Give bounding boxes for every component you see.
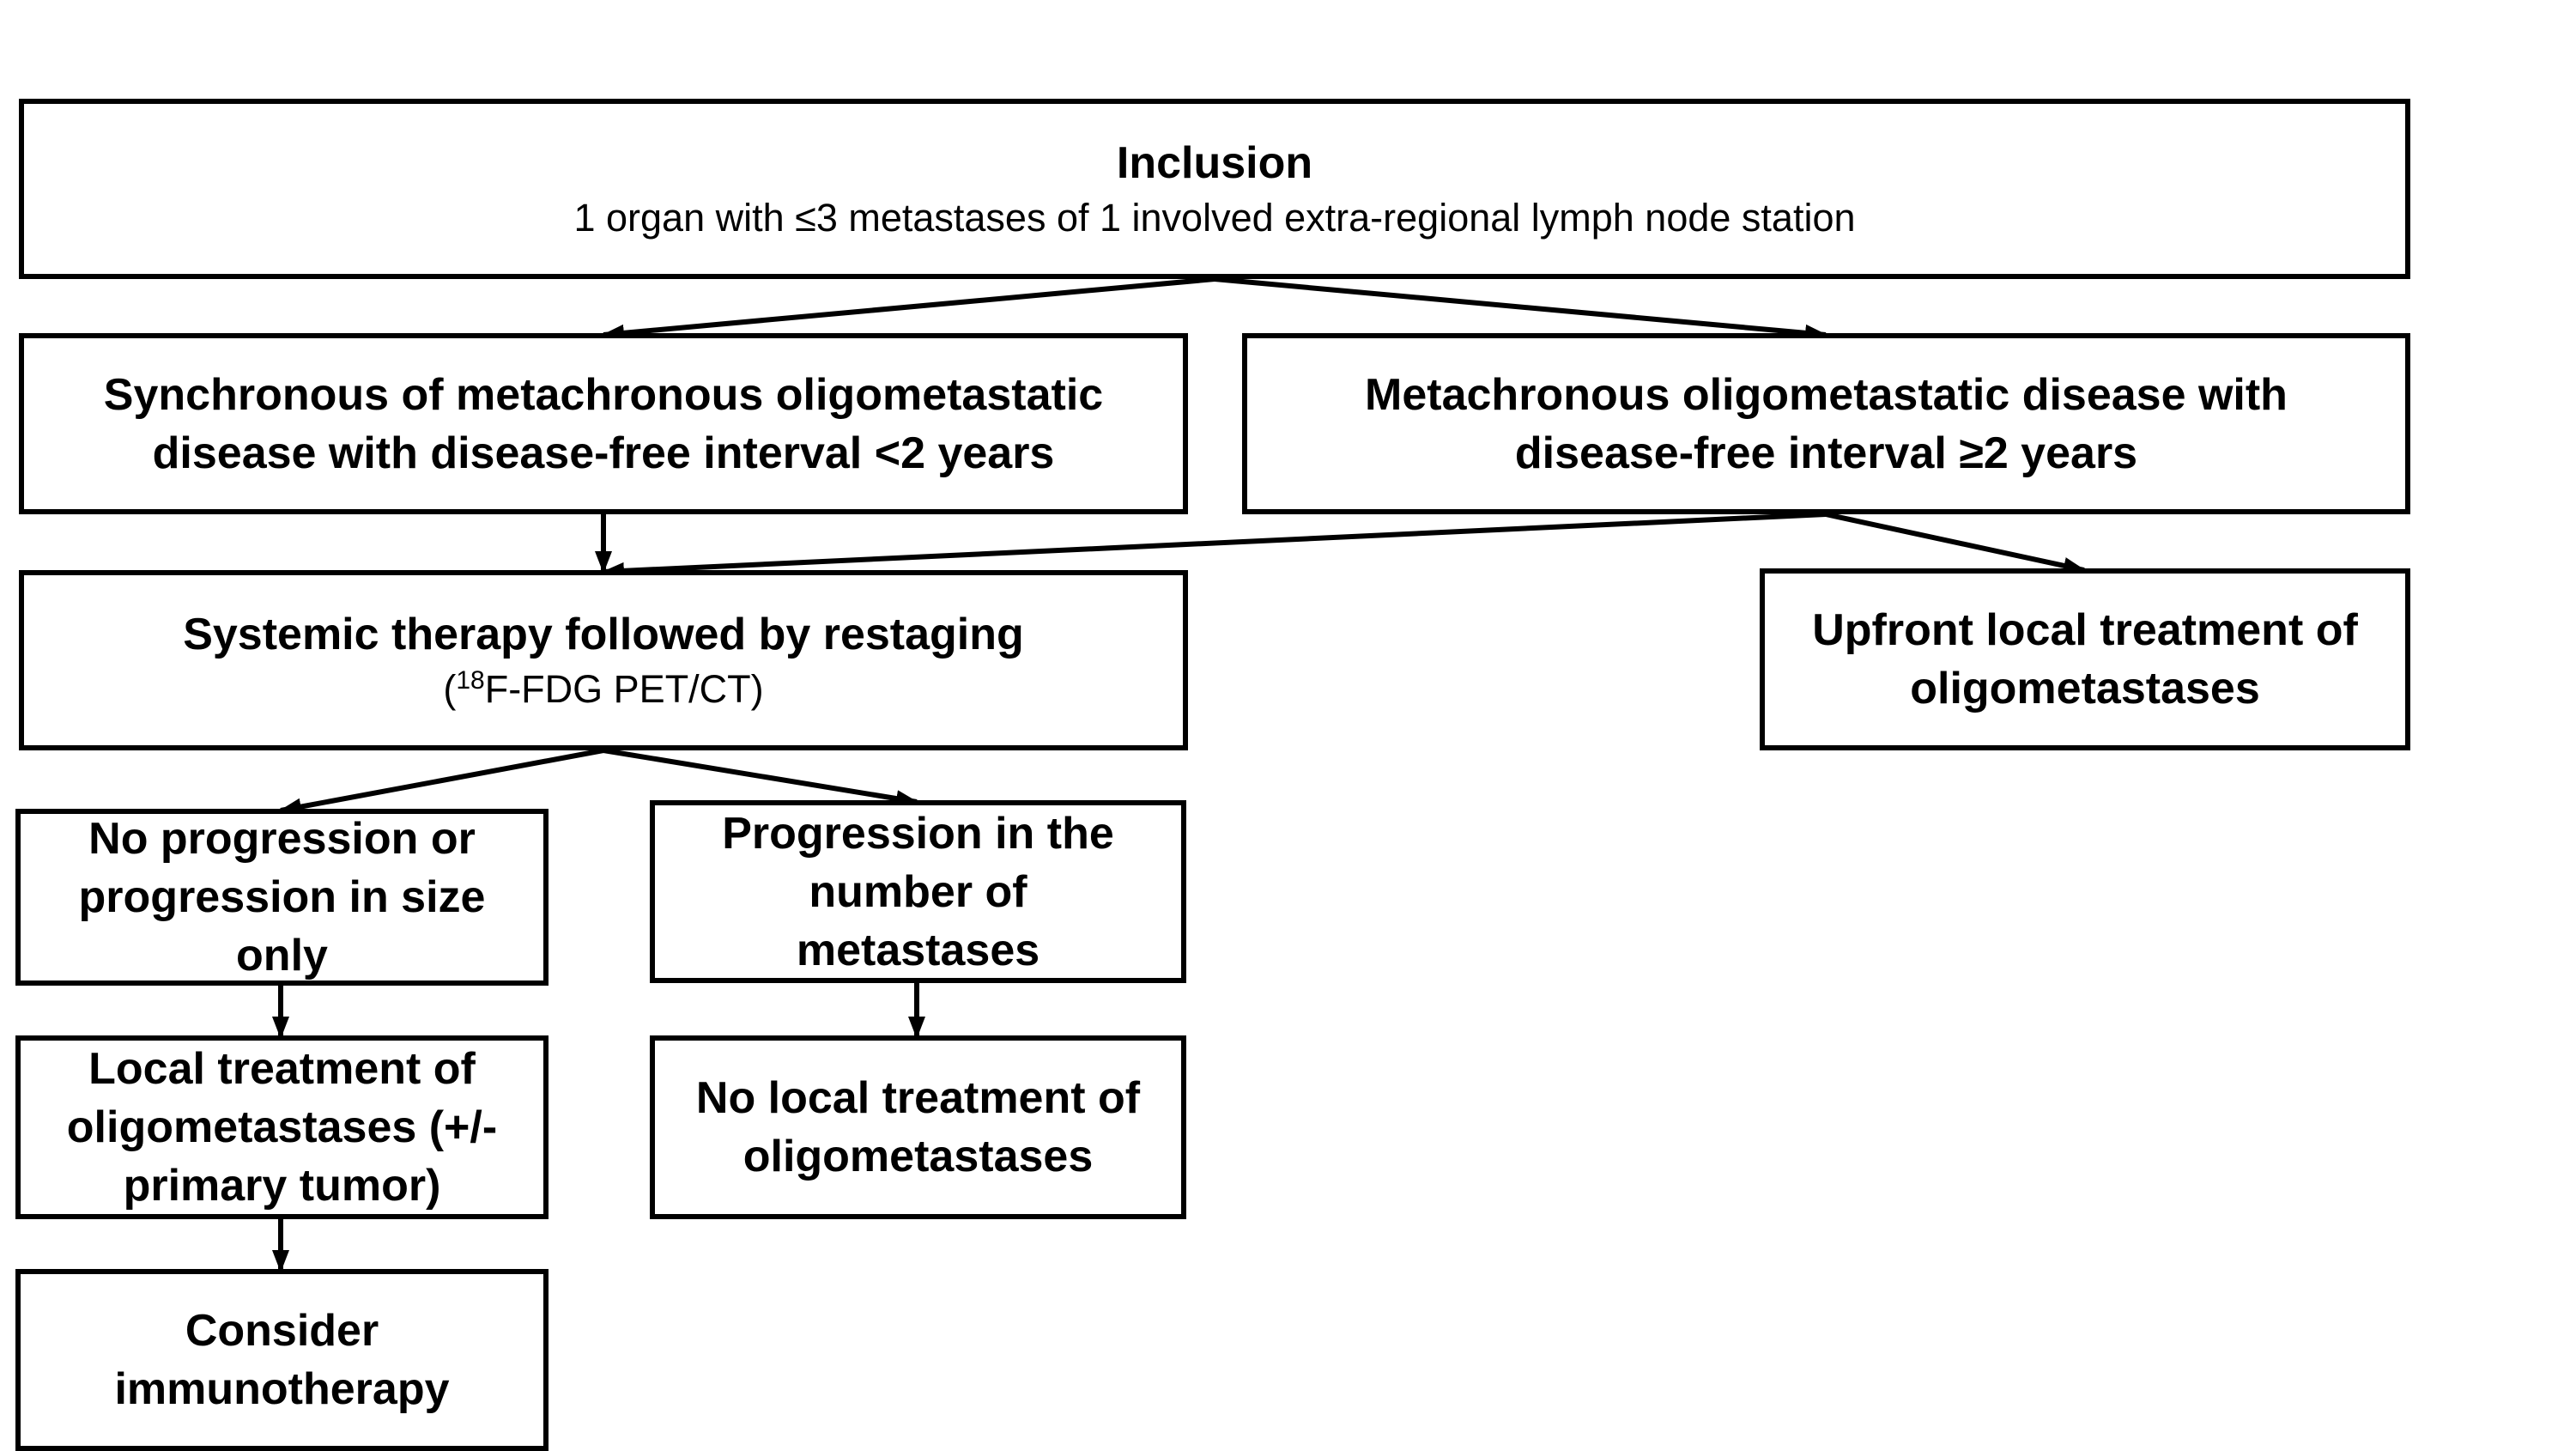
systemic-title: Systemic therapy followed by restaging (183, 610, 1024, 659)
systemic-sub-open: ( (443, 667, 457, 711)
immunotherapy-line-1: Consider (185, 1306, 379, 1356)
metachronous-line-1: Metachronous oligometastatic disease wit… (1365, 369, 2288, 420)
local-treatment-box: Local treatment of oligometastases (+/- … (15, 1035, 549, 1219)
systemic-sub-superscript: 18 (456, 666, 485, 695)
no-local-treatment-line-2: oligometastases (742, 1132, 1094, 1181)
no-progression-line-2: progression in size (78, 872, 486, 922)
synchronous-line-2: disease with disease-free interval <2 ye… (152, 428, 1055, 478)
no-progression-line-3: only (236, 931, 328, 980)
metachronous-box: Metachronous oligometastatic disease wit… (1242, 333, 2410, 514)
inclusion-title: Inclusion (1116, 138, 1313, 188)
synchronous-line-1: Synchronous of metachronous oligometasta… (103, 369, 1104, 420)
progression-number-line-2: number of (809, 866, 1027, 917)
systemic-sub-rest: F-FDG PET/CT) (484, 667, 764, 711)
immunotherapy-line-2: immunotherapy (114, 1364, 450, 1414)
systemic-therapy-box: Systemic therapy followed by restaging (… (19, 570, 1188, 750)
inclusion-subtitle: 1 organ with ≤3 metastases of 1 involved… (573, 196, 1856, 240)
arrow-metachronous-to-upfront (1825, 512, 2086, 574)
progression-number-line-1: Progression in the (722, 808, 1114, 859)
no-progression-box: No progression or progression in size on… (15, 809, 549, 986)
upfront-line-2: oligometastases (1910, 664, 2260, 713)
no-local-treatment-box: No local treatment of oligometastases (650, 1035, 1186, 1219)
local-treatment-line-1: Local treatment of (88, 1044, 476, 1094)
arrow-inclusion-to-metachronous (1214, 276, 1827, 342)
local-treatment-line-2: oligometastases (+/- (66, 1102, 498, 1152)
no-local-treatment-line-1: No local treatment of (695, 1073, 1141, 1123)
local-treatment-line-3: primary tumor) (123, 1161, 441, 1211)
immunotherapy-box: Consider immunotherapy (15, 1269, 549, 1451)
upfront-line-1: Upfront local treatment of (1812, 605, 2358, 655)
arrow-metachronous-to-systemic (602, 512, 1827, 580)
progression-number-box: Progression in the number of metastases (650, 800, 1186, 983)
synchronous-box: Synchronous of metachronous oligometasta… (19, 333, 1188, 514)
arrow-inclusion-to-synchronous (602, 276, 1215, 342)
upfront-local-box: Upfront local treatment of oligometastas… (1760, 568, 2410, 750)
arrow-systemic-to-no-progression (279, 748, 604, 816)
progression-number-line-3: metastases (796, 925, 1040, 975)
inclusion-box: Inclusion 1 organ with ≤3 metastases of … (19, 99, 2410, 279)
arrow-systemic-to-progression-number (603, 748, 918, 807)
systemic-subtitle: (18F-FDG PET/CT) (443, 664, 763, 715)
no-progression-line-1: No progression or (88, 814, 476, 864)
metachronous-line-2: disease-free interval ≥2 years (1514, 428, 2138, 478)
